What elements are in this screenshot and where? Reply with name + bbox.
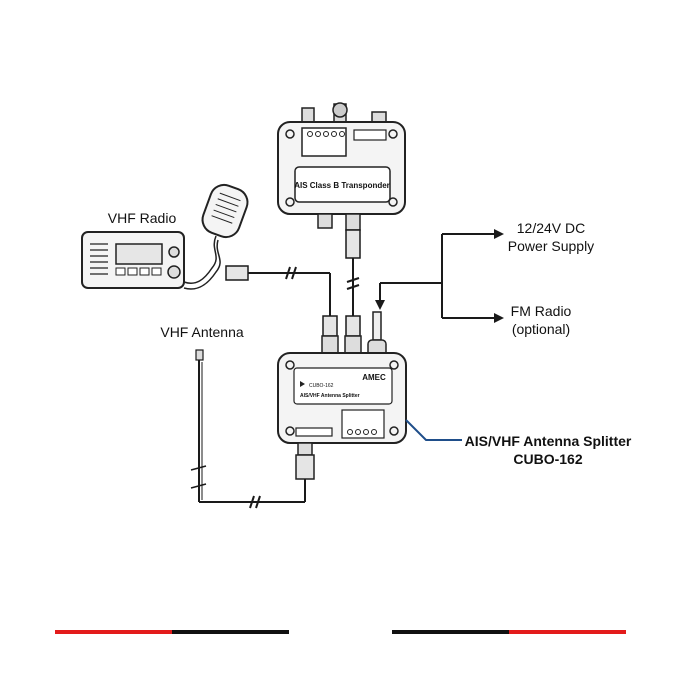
- fm-radio-label-line2: (optional): [496, 320, 586, 338]
- splitter-label-line1: AIS/VHF Antenna Splitter: [458, 432, 638, 450]
- splitter-label-line2: CUBO-162: [458, 450, 638, 468]
- footer-bar-left-red: [55, 630, 172, 634]
- antenna-splitter: CUBO-162 AIS/VHF Antenna Splitter AMEC: [278, 312, 406, 479]
- antenna-cable: [199, 479, 305, 508]
- splitter-brand-text: AMEC: [362, 373, 386, 382]
- vhf-radio-icon: [82, 232, 184, 288]
- power-supply-label-line1: 12/24V DC: [496, 219, 606, 237]
- transponder-cable: [346, 230, 360, 336]
- power-fm-wiring: [375, 229, 504, 323]
- footer-bar-right-red: [509, 630, 626, 634]
- vhf-radio-label: VHF Radio: [102, 209, 182, 227]
- footer-bar-left-black: [172, 630, 289, 634]
- power-supply-label-line2: Power Supply: [496, 237, 606, 255]
- splitter-subtitle-text: AIS/VHF Antenna Splitter: [300, 393, 360, 399]
- splitter-leader-line: [406, 420, 462, 440]
- vhf-antenna-label: VHF Antenna: [152, 323, 252, 341]
- ais-transponder: AIS Class B Transponder: [278, 103, 405, 230]
- footer-bar-right-black: [392, 630, 509, 634]
- fm-radio-label-line1: FM Radio: [496, 302, 586, 320]
- antenna-icon: [191, 350, 206, 502]
- splitter-model-text: CUBO-162: [309, 383, 334, 389]
- transponder-panel-text: AIS Class B Transponder: [294, 181, 390, 190]
